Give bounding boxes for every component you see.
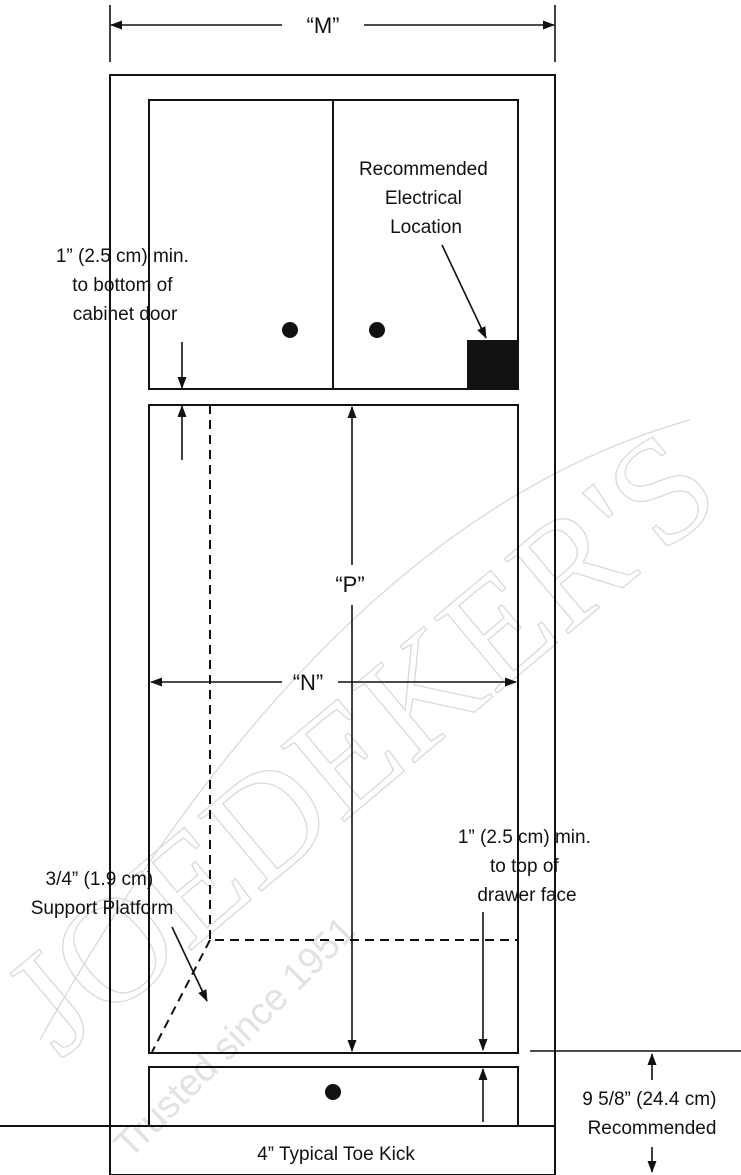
watermark-arc xyxy=(39,419,691,1041)
svg-text:9 5/8” (24.4 cm) Recomme: 9 5/8” (24.4 cm) Recommended xyxy=(582,1089,721,1139)
support-platform-note: 3/4” (1.9 cm) Support Platform xyxy=(31,869,208,1002)
dimension-p: “P” xyxy=(335,406,365,1052)
door-knob-left xyxy=(282,322,298,338)
dimension-m: “M” xyxy=(109,5,556,62)
door-clearance-note: 1” (2.5 cm) min. to bottom of cabinet do… xyxy=(56,246,194,460)
door-knob-right xyxy=(369,322,385,338)
toe-kick: 4” Typical Toe Kick xyxy=(0,1125,555,1165)
dimension-n-label: “N” xyxy=(293,670,324,695)
drawer-clearance-note: 1” (2.5 cm) min. to top of drawer face xyxy=(458,827,596,1122)
recommended-height-note: 9 5/8” (24.4 cm) Recommended xyxy=(530,1050,741,1173)
cabinet-frame xyxy=(109,74,556,1175)
electrical-location-note: Recommended Electrical Location xyxy=(359,159,493,339)
drawer-knob xyxy=(325,1084,341,1100)
support-platform-outline xyxy=(209,405,518,941)
watermark-brand: JOEDEKER'S xyxy=(0,400,741,1086)
svg-text:1” (2.5 cm) min. to bott: 1” (2.5 cm) min. to bottom of cabinet do… xyxy=(56,246,194,325)
toe-kick-label: 4” Typical Toe Kick xyxy=(257,1144,415,1165)
dimension-n: “N” xyxy=(150,670,517,695)
drawer-opening xyxy=(148,404,519,1054)
upper-cabinet xyxy=(148,99,519,390)
dimension-m-label: “M” xyxy=(307,13,340,38)
drawer-opening-outline xyxy=(148,404,519,1054)
dimension-p-label: “P” xyxy=(335,572,364,597)
svg-text:1” (2.5 cm) min. to top: 1” (2.5 cm) min. to top of drawer face xyxy=(458,827,596,906)
svg-text:Recommended Electrical: Recommended Electrical Location xyxy=(359,159,493,238)
electrical-outlet-box xyxy=(467,340,518,389)
svg-text:3/4” (1.9 cm) Support Pl: 3/4” (1.9 cm) Support Platform xyxy=(31,869,174,919)
